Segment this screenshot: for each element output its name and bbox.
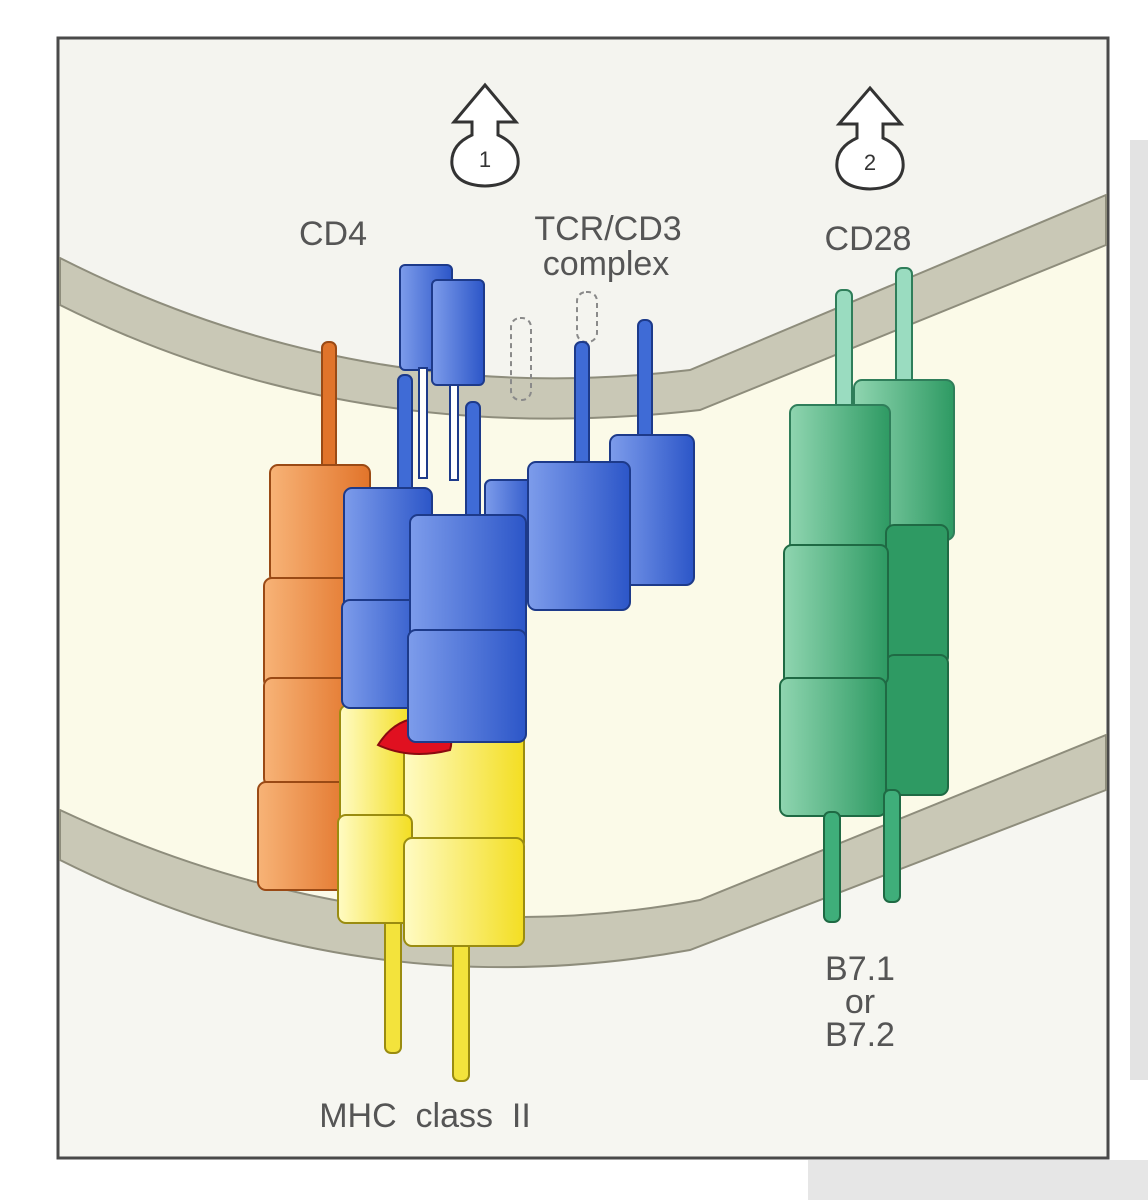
cd28-label: CD28 — [825, 220, 912, 258]
page-shadow — [1130, 140, 1148, 1080]
signal-2-label: 2 — [864, 150, 876, 175]
mhc-class-ii-molecule — [337, 704, 525, 1082]
cd4-label: CD4 — [299, 215, 367, 253]
b7-label-line3: B7.2 — [825, 1016, 895, 1054]
signal-1-arrow-icon: 1 — [450, 82, 520, 188]
tcr-complex-label: complex — [543, 245, 670, 283]
cd28-b7-molecule — [779, 267, 955, 923]
signal-1-label: 1 — [479, 147, 491, 172]
tcr-cd3-molecule — [341, 264, 695, 743]
b7-label-line1: B7.1 — [825, 950, 895, 988]
mhc-class-ii-label: MHC class II — [319, 1097, 531, 1135]
tcr-cd3-label: TCR/CD3 — [534, 210, 681, 248]
b7-label-line2: or — [845, 983, 875, 1021]
cd3-dashed-chain — [576, 291, 598, 343]
page-shadow — [808, 1160, 1148, 1200]
cd3-dashed-chain — [510, 317, 532, 401]
signal-2-arrow-icon: 2 — [835, 85, 905, 191]
